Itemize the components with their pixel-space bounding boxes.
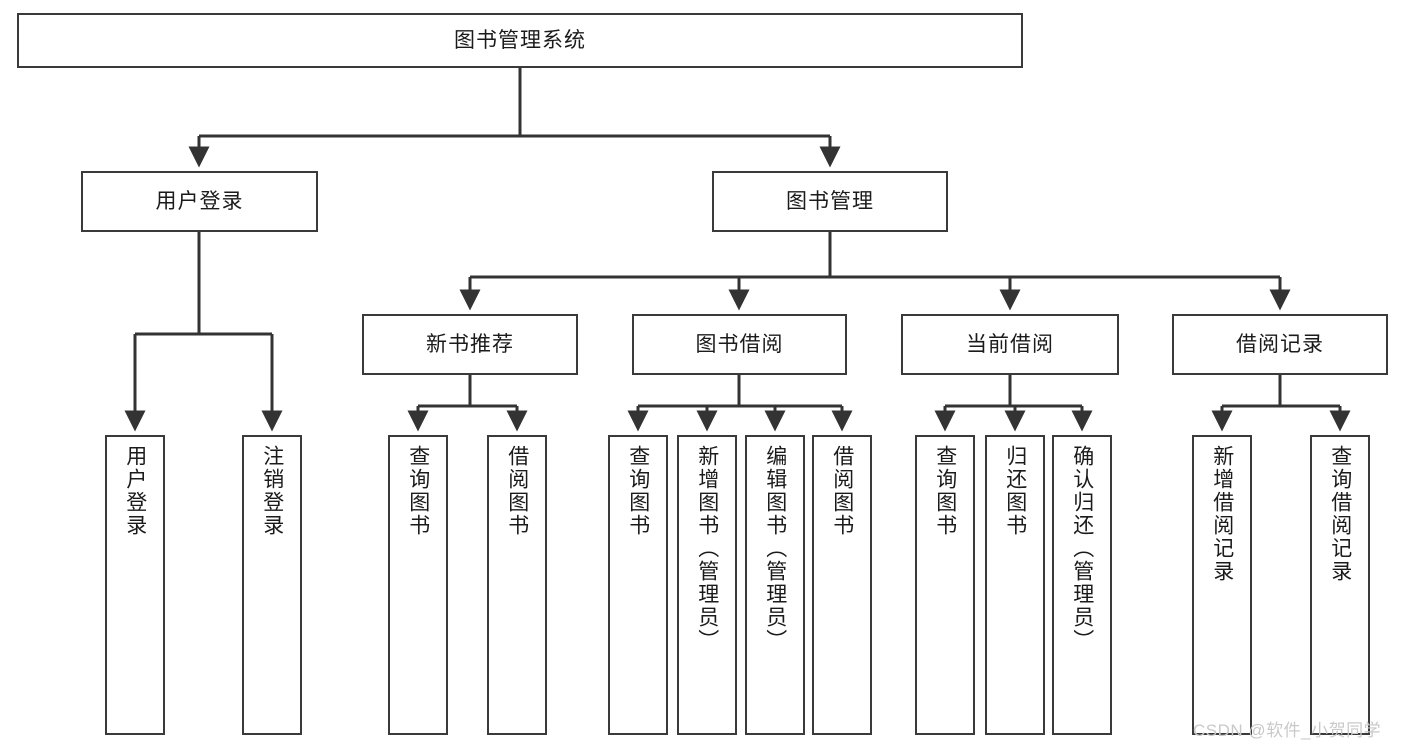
leaf-node[interactable]: 查询借阅记录: [1310, 435, 1370, 735]
leaf-node-label: 新增借阅记录: [1210, 445, 1234, 583]
leaf-node-label: 查询图书: [626, 445, 650, 537]
leaf-node-label: 确认归还（管理员）: [1070, 445, 1094, 652]
leaf-node[interactable]: 借阅图书: [487, 435, 547, 735]
leaf-node[interactable]: 查询图书: [388, 435, 448, 735]
leaf-node[interactable]: 用户登录: [105, 435, 165, 735]
node-root-label: 图书管理系统: [454, 28, 586, 52]
leaf-node[interactable]: 编辑图书（管理员）: [745, 435, 805, 735]
leaf-node-label: 借阅图书: [505, 445, 529, 537]
leaf-node-label: 归还图书: [1003, 445, 1027, 537]
leaf-node[interactable]: 借阅图书: [812, 435, 872, 735]
node-book-management-label: 图书管理: [786, 189, 874, 213]
csdn-watermark: CSDN @软件_小贺同学: [1193, 716, 1381, 741]
leaf-node[interactable]: 查询图书: [608, 435, 668, 735]
leaf-node-label: 编辑图书（管理员）: [763, 445, 787, 652]
node-book-borrow[interactable]: 图书借阅: [632, 314, 847, 375]
leaf-node-label: 查询图书: [933, 445, 957, 537]
leaf-node[interactable]: 新增图书（管理员）: [677, 435, 737, 735]
node-borrow-record-label: 借阅记录: [1236, 332, 1324, 356]
leaf-node[interactable]: 注销登录: [242, 435, 302, 735]
csdn-watermark-text: CSDN @软件_小贺同学: [1193, 721, 1382, 740]
node-new-book-recommend-label: 新书推荐: [426, 332, 514, 356]
leaf-node-label: 查询借阅记录: [1328, 445, 1352, 583]
leaf-node[interactable]: 确认归还（管理员）: [1052, 435, 1112, 735]
leaf-node[interactable]: 查询图书: [915, 435, 975, 735]
leaf-node-label: 注销登录: [260, 445, 284, 537]
node-user-login[interactable]: 用户登录: [81, 171, 318, 232]
node-new-book-recommend[interactable]: 新书推荐: [362, 314, 578, 375]
node-current-borrow-label: 当前借阅: [966, 332, 1054, 356]
leaf-node-label: 新增图书（管理员）: [695, 445, 719, 652]
leaf-node-label: 借阅图书: [830, 445, 854, 537]
node-user-login-label: 用户登录: [155, 189, 244, 213]
node-borrow-record[interactable]: 借阅记录: [1172, 314, 1388, 375]
node-root[interactable]: 图书管理系统: [17, 13, 1023, 68]
node-book-management[interactable]: 图书管理: [712, 171, 948, 232]
node-current-borrow[interactable]: 当前借阅: [901, 314, 1119, 375]
leaf-node[interactable]: 新增借阅记录: [1192, 435, 1252, 735]
leaf-node[interactable]: 归还图书: [985, 435, 1045, 735]
node-book-borrow-label: 图书借阅: [695, 332, 784, 356]
leaf-node-label: 用户登录: [123, 445, 147, 537]
leaf-node-label: 查询图书: [406, 445, 430, 537]
